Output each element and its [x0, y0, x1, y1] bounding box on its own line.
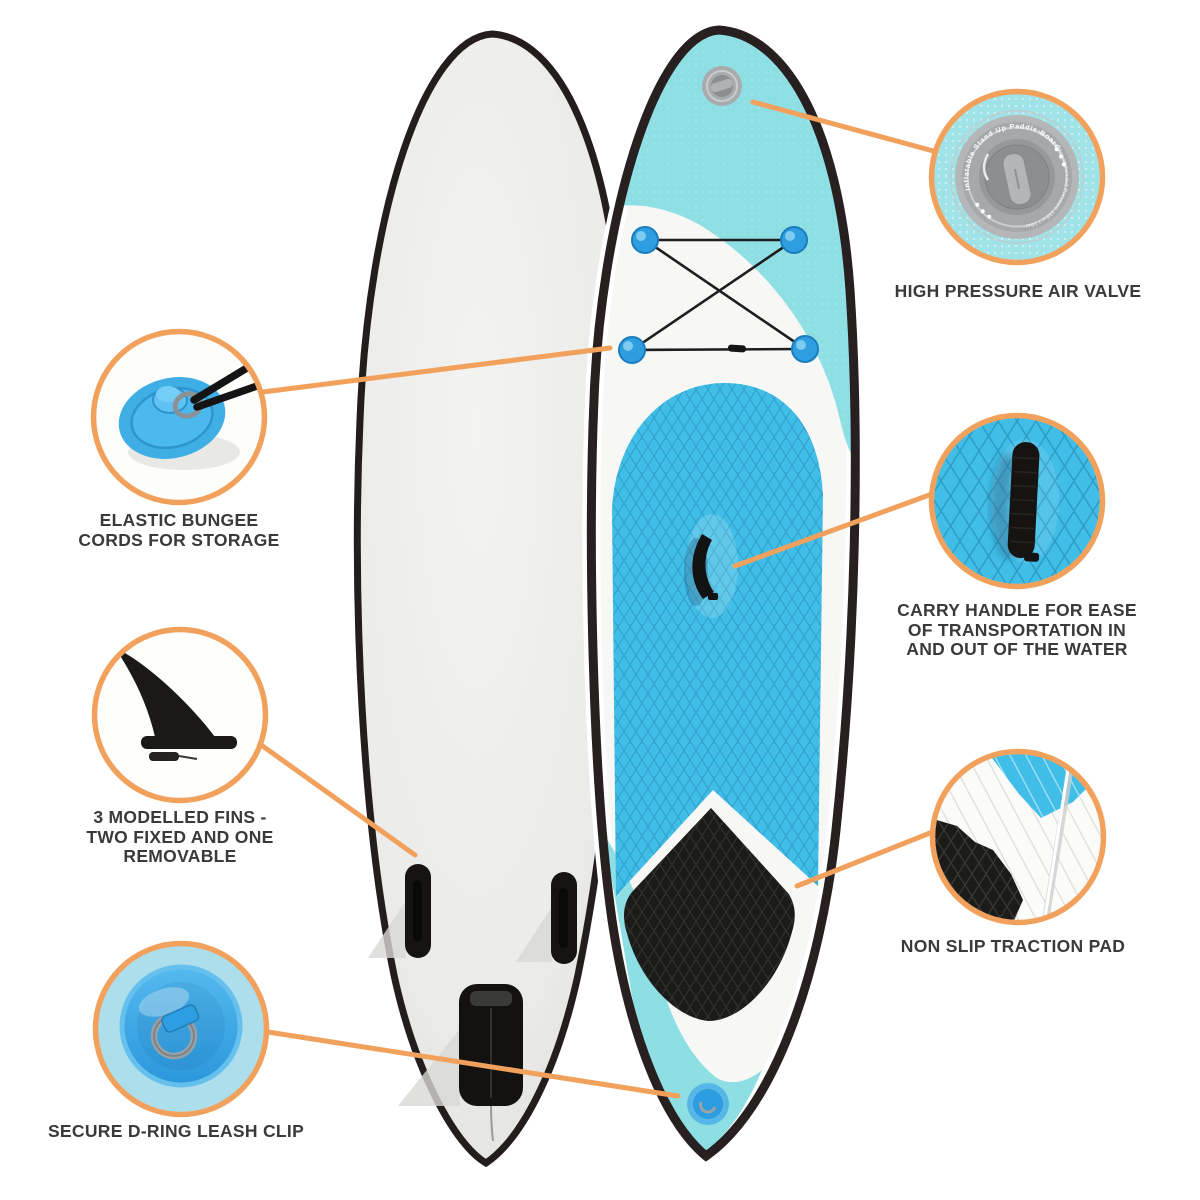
connector-line-traction-pad	[794, 830, 933, 889]
callout-label-fins: 3 MODELLED FINS - TWO FIXED AND ONE REMO…	[86, 807, 274, 866]
bungee-cords-on-board	[618, 226, 819, 364]
d-ring-on-board	[687, 1083, 729, 1125]
fin-box	[459, 984, 523, 1142]
carry-handle-zoom-icon	[928, 412, 1106, 590]
connector-line-carry-handle	[732, 491, 935, 569]
deck-pad	[612, 382, 823, 897]
connector-line-bungee	[260, 345, 613, 395]
callout-label-carry-handle: CARRY HANDLE FOR EASE OF TRANSPORTATION …	[897, 600, 1137, 659]
connector-line-d-ring	[265, 1029, 681, 1099]
callout-label-traction-pad: NON SLIP TRACTION PAD	[900, 936, 1126, 956]
callout-fins	[85, 620, 275, 810]
callout-air-valve: Inflatable Stand Up Paddle Board Maximum…	[922, 82, 1112, 272]
air-valve-on-board	[702, 66, 742, 106]
board-front-view	[582, 20, 865, 1168]
board-back-view	[353, 30, 628, 1168]
air-valve-zoom-icon: Inflatable Stand Up Paddle Board Maximum…	[928, 88, 1106, 266]
fin-zoom-icon	[91, 626, 269, 804]
callout-label-air-valve: HIGH PRESSURE AIR VALVE	[894, 281, 1142, 301]
connector-line-fins	[254, 739, 418, 858]
connector-line-air-valve	[750, 99, 940, 155]
fin-shadows	[368, 902, 552, 1106]
traction-pad-zoom-icon	[929, 748, 1107, 926]
d-ring-zoom-icon	[92, 940, 270, 1118]
callout-bungee-cords	[84, 322, 274, 512]
callout-label-d-ring: SECURE D-RING LEASH CLIP	[47, 1121, 305, 1141]
callout-d-ring	[86, 934, 276, 1124]
callout-traction-pad	[923, 742, 1113, 932]
bungee-zoom-icon	[90, 328, 268, 506]
carry-handle-on-board	[684, 514, 738, 618]
kick-pad	[624, 808, 795, 1021]
connector-lines	[254, 99, 940, 1099]
callout-carry-handle	[922, 406, 1112, 596]
callout-label-bungee-cords: ELASTIC BUNGEE CORDS FOR STORAGE	[78, 510, 280, 550]
fixed-fins	[405, 864, 577, 964]
